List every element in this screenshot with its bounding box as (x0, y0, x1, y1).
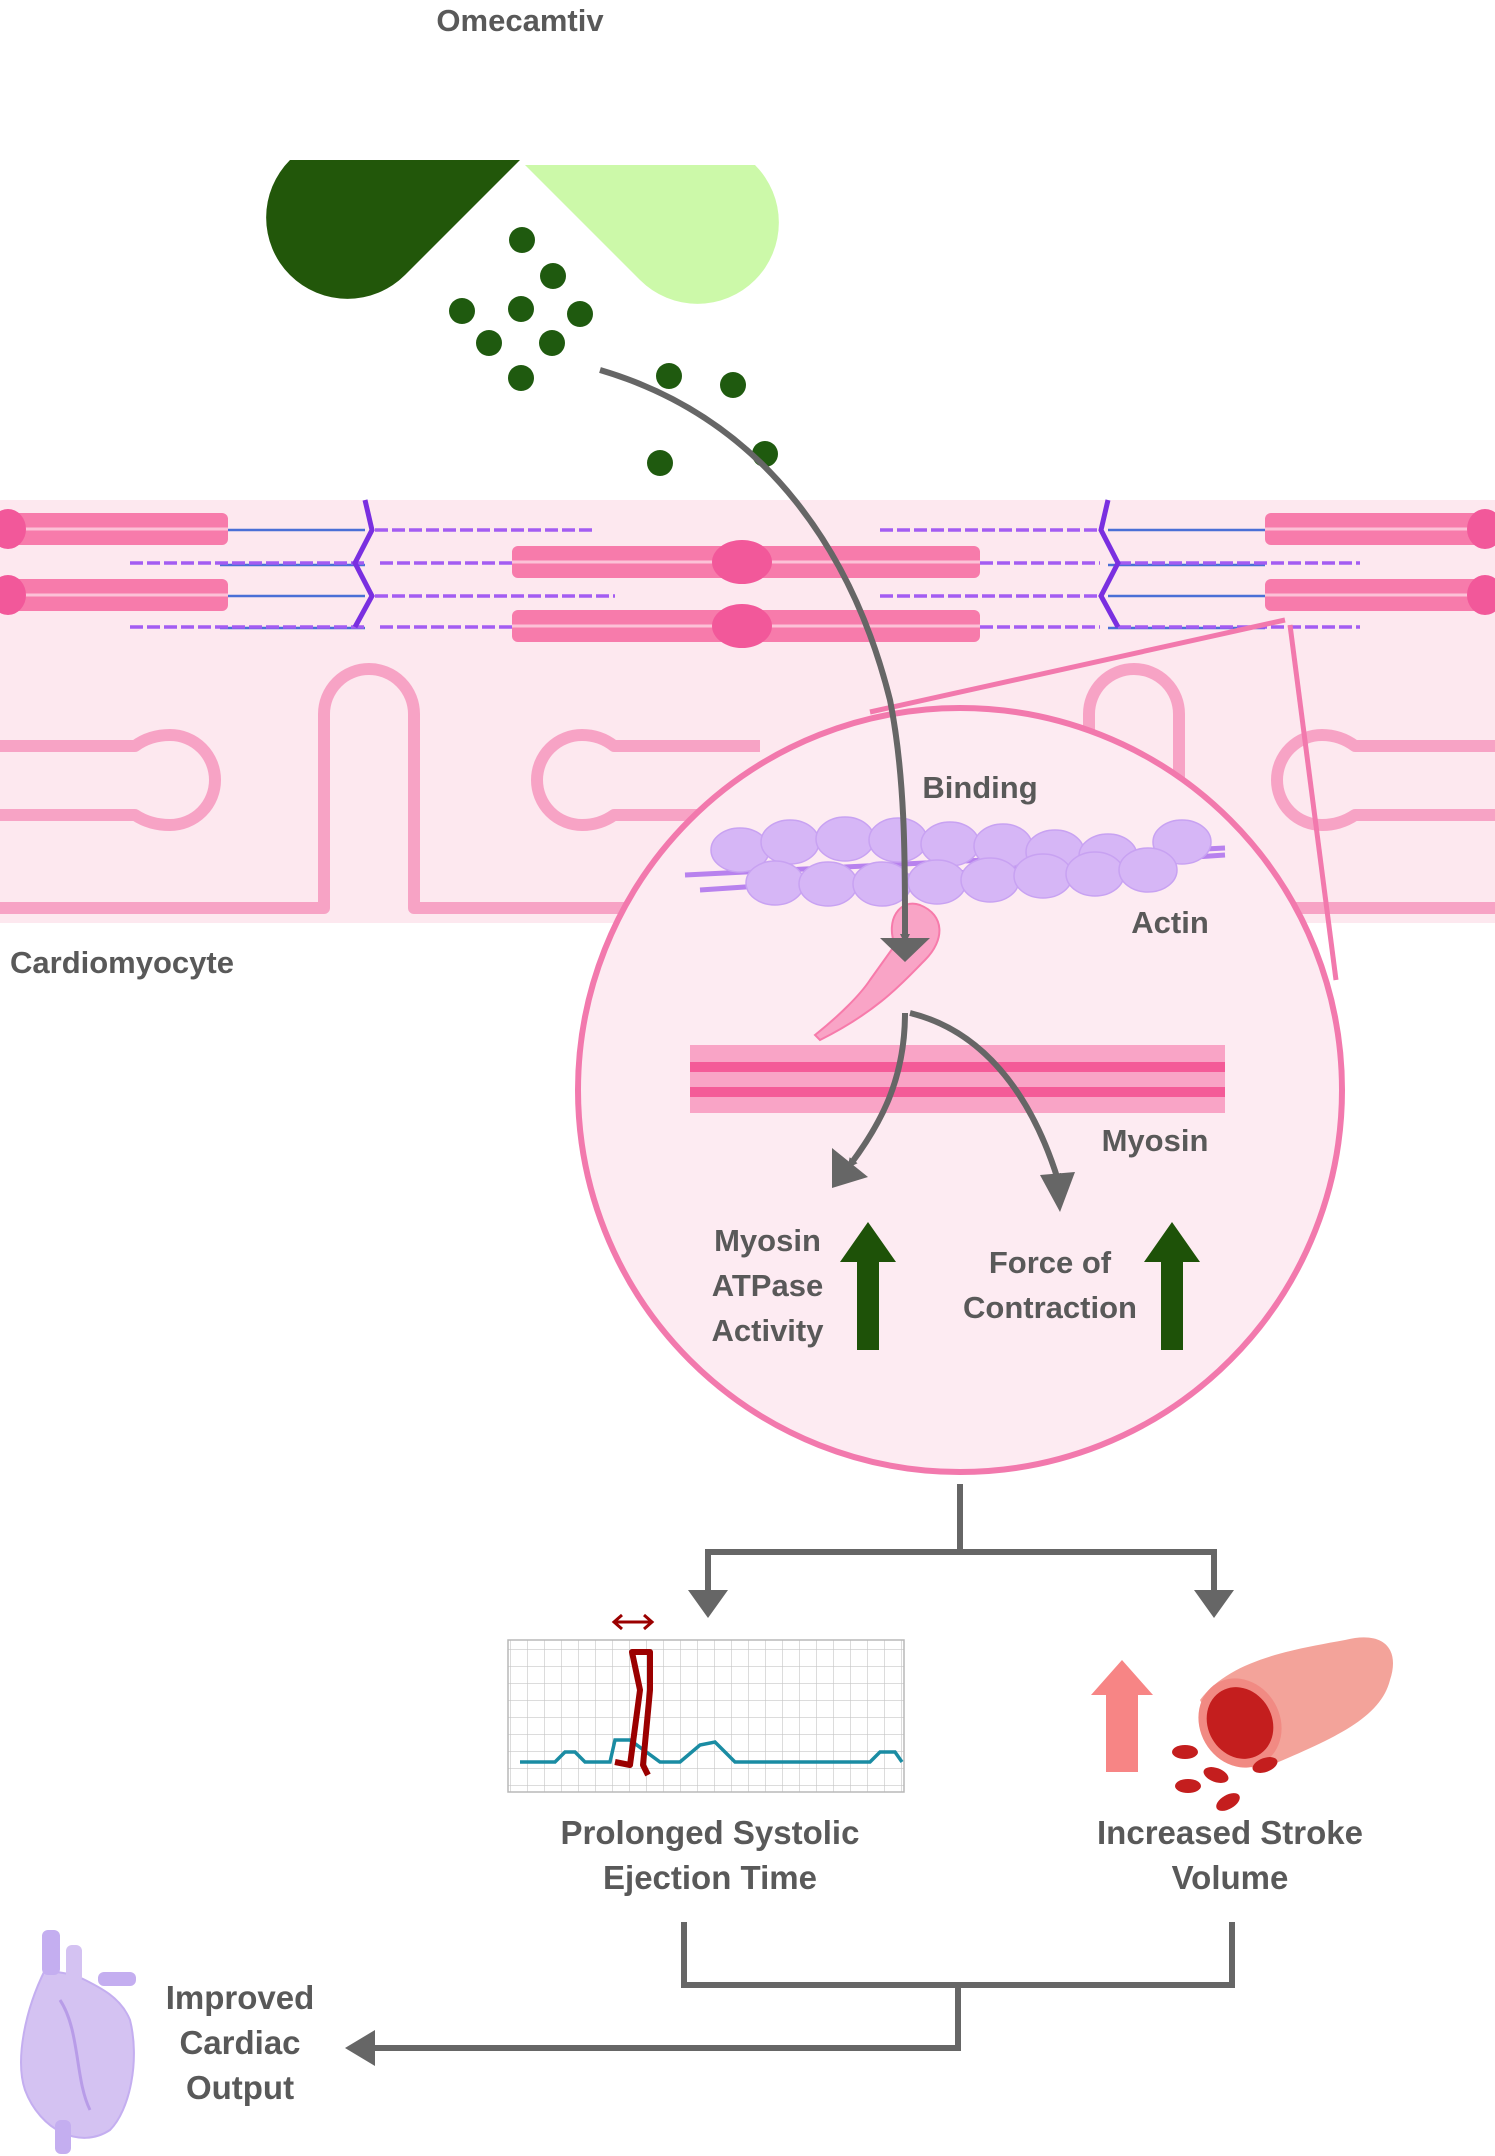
capsule-dark-half (266, 160, 520, 299)
heart-icon (20, 1930, 136, 2154)
actin-label: Actin (1131, 905, 1209, 940)
zoom-lines (869, 617, 1339, 981)
ejection-label: Prolonged Systolic Ejection Time (560, 1814, 860, 1896)
drug-label: Omecamtiv (436, 3, 604, 38)
merge-connector (372, 1922, 1235, 2051)
split-connector (705, 1484, 1217, 1592)
blood-vessel-icon (1091, 1637, 1393, 1811)
stroke-label: Increased Stroke Volume (1097, 1814, 1363, 1896)
double-arrow-icon (611, 1613, 655, 1631)
split-arrowheads (688, 1590, 1234, 1618)
merge-arrowhead (345, 2030, 375, 2066)
flow-arrows (599, 367, 1061, 1184)
arrowheads (832, 938, 1075, 1212)
up-arrow-icon (1091, 1660, 1153, 1772)
capsule-light-half (525, 165, 779, 304)
binding-label: Binding (922, 770, 1038, 805)
output-label: Improved Cardiac Output (165, 1979, 315, 2106)
up-arrow-icon (840, 1222, 1200, 1350)
myosin-label: Myosin (1101, 1123, 1209, 1158)
capsule-icon (266, 160, 779, 304)
myosin-filament (690, 1045, 1225, 1113)
atpase-label: Myosin ATPase Activity (711, 1223, 824, 1348)
ecg-grid-icon (507, 1613, 905, 1793)
sarcomere (0, 499, 1495, 648)
actin-filament (684, 816, 1226, 907)
force-label: Force of Contraction (963, 1245, 1137, 1325)
cell-label: Cardiomyocyte (10, 945, 234, 980)
